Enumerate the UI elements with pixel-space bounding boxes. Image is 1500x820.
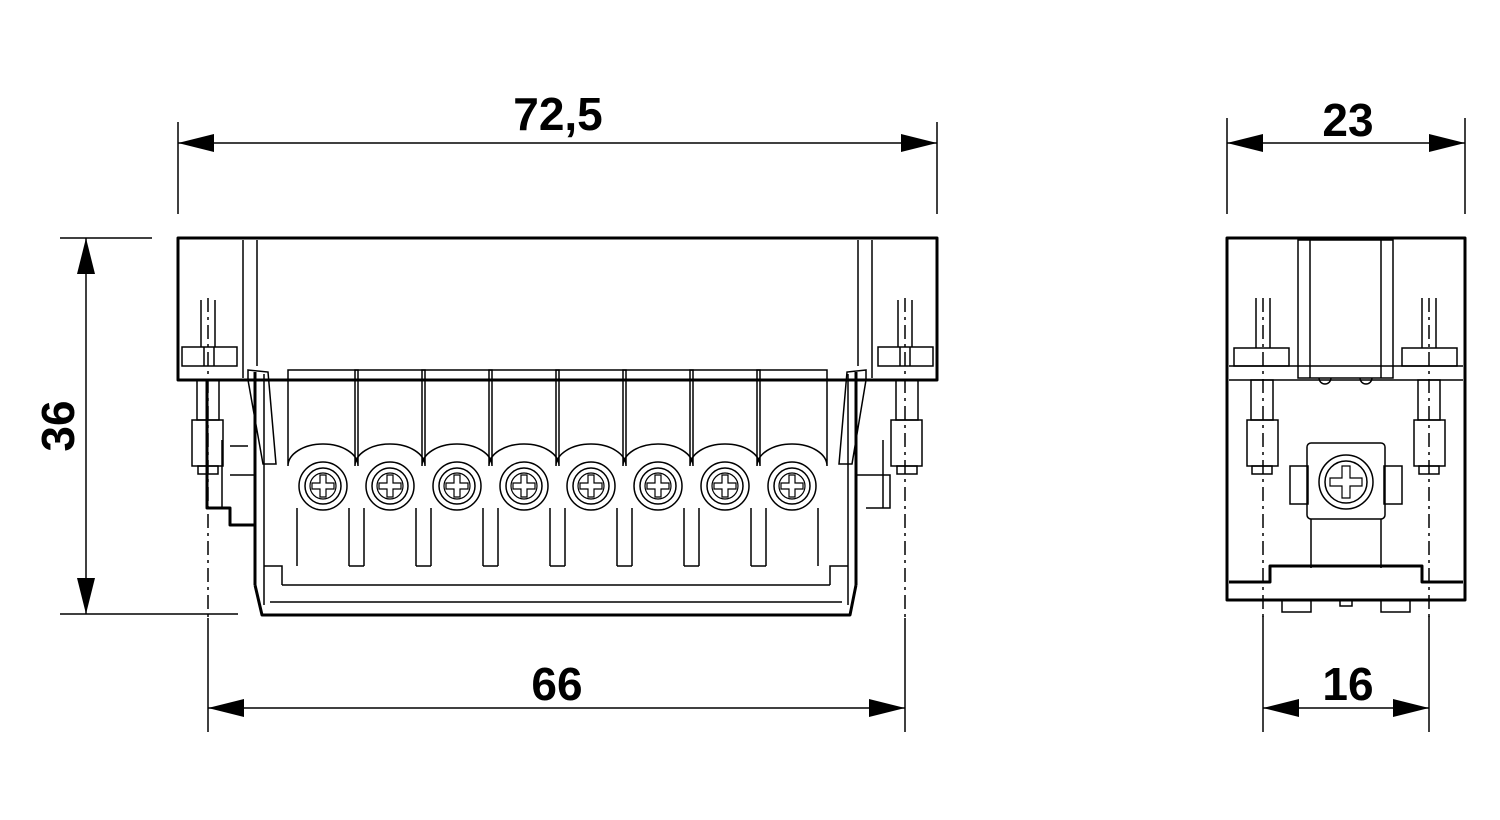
terminal-screw-icon	[499, 461, 549, 511]
terminal-screw-icon	[365, 461, 415, 511]
terminal-7	[689, 369, 761, 566]
front-width-label: 72,5	[513, 88, 603, 140]
dimension-side-width: 23	[1226, 94, 1466, 214]
front-view	[176, 236, 939, 618]
dimension-side-pitch: 16	[1262, 616, 1430, 732]
left-fixing-screw	[181, 300, 238, 475]
terminal-6	[622, 369, 694, 566]
side-width-label: 23	[1322, 94, 1373, 146]
terminal-screw-icon	[298, 461, 348, 511]
front-housing-top	[176, 236, 939, 382]
side-view	[1225, 236, 1467, 618]
side-pitch-label: 16	[1322, 658, 1373, 710]
terminal-screw-icon	[767, 461, 817, 511]
dimension-front-width: 72,5	[177, 88, 938, 214]
terminal-row	[287, 369, 828, 567]
terminal-5	[555, 369, 627, 566]
terminal-screw-icon	[566, 461, 616, 511]
terminal-screw-icon	[700, 461, 750, 511]
terminal-4	[488, 369, 560, 566]
side-terminal-clamp	[1289, 442, 1403, 568]
terminal-3	[421, 369, 493, 566]
dimension-front-pitch: 66	[207, 618, 906, 732]
right-fixing-screw	[877, 300, 934, 475]
front-height-label: 36	[32, 400, 84, 451]
side-left-fixing-screw	[1233, 298, 1290, 475]
terminal-screw-icon	[432, 461, 482, 511]
terminal-1	[287, 369, 359, 566]
terminal-8	[756, 369, 828, 566]
terminal-2	[354, 369, 426, 566]
side-housing	[1225, 236, 1467, 602]
front-pitch-label: 66	[531, 658, 582, 710]
dimension-front-height: 36	[32, 237, 238, 615]
terminal-screw-icon	[633, 461, 683, 511]
